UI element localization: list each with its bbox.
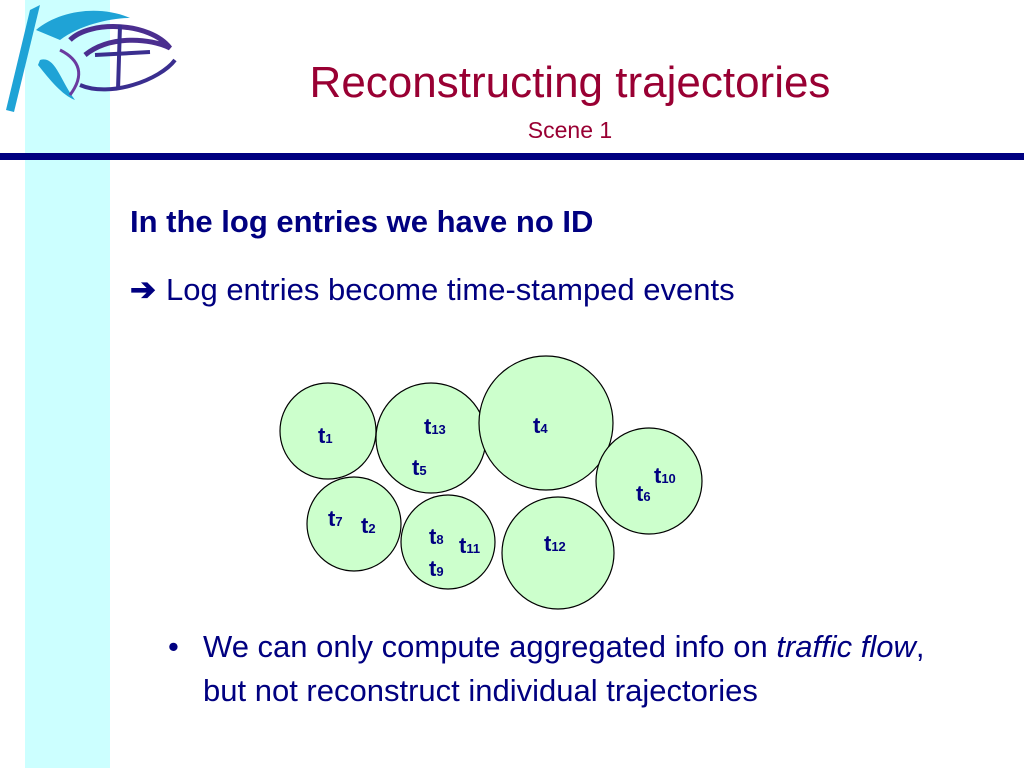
event-area-circle (501, 496, 615, 610)
event-area-circle (478, 355, 614, 491)
slide-subtitle: Scene 1 (527, 117, 613, 143)
title-rule (0, 153, 1024, 160)
event-label: t4 (533, 413, 548, 438)
event-area-circle (306, 476, 402, 572)
event-label: t6 (636, 481, 651, 506)
bullet-marker: • (168, 629, 179, 664)
arrow-statement-text: Log entries become time-stamped events (165, 272, 735, 307)
slide-title: Reconstructing trajectories (309, 58, 831, 107)
event-label: t7 (328, 506, 343, 531)
event-label: t13 (424, 414, 446, 439)
bullet-text: We can only compute aggregated info on t… (203, 625, 948, 713)
event-label: t2 (361, 513, 376, 538)
bullet-emphasis: traffic flow (776, 629, 916, 664)
right-arrow-icon: ➔ (130, 272, 156, 307)
bullet-text-part2: , but not reconstruct individual traject… (203, 629, 925, 708)
event-area-circle (595, 427, 703, 535)
slide-heading: In the log entries we have no ID (130, 204, 594, 239)
event-label: t8 (429, 524, 444, 549)
event-label: t10 (654, 463, 676, 488)
event-label: t11 (459, 533, 480, 558)
event-area-circle (400, 494, 496, 590)
event-label: t9 (429, 556, 444, 581)
bullet-text-part1: We can only compute aggregated info on (203, 629, 768, 664)
left-accent-band (25, 0, 110, 768)
kdd-logo (6, 5, 177, 112)
event-label: t5 (412, 455, 427, 480)
event-label: t1 (318, 423, 333, 448)
event-label: t12 (544, 531, 566, 556)
arrow-statement: ➔ Log entries become time-stamped events (130, 268, 735, 312)
